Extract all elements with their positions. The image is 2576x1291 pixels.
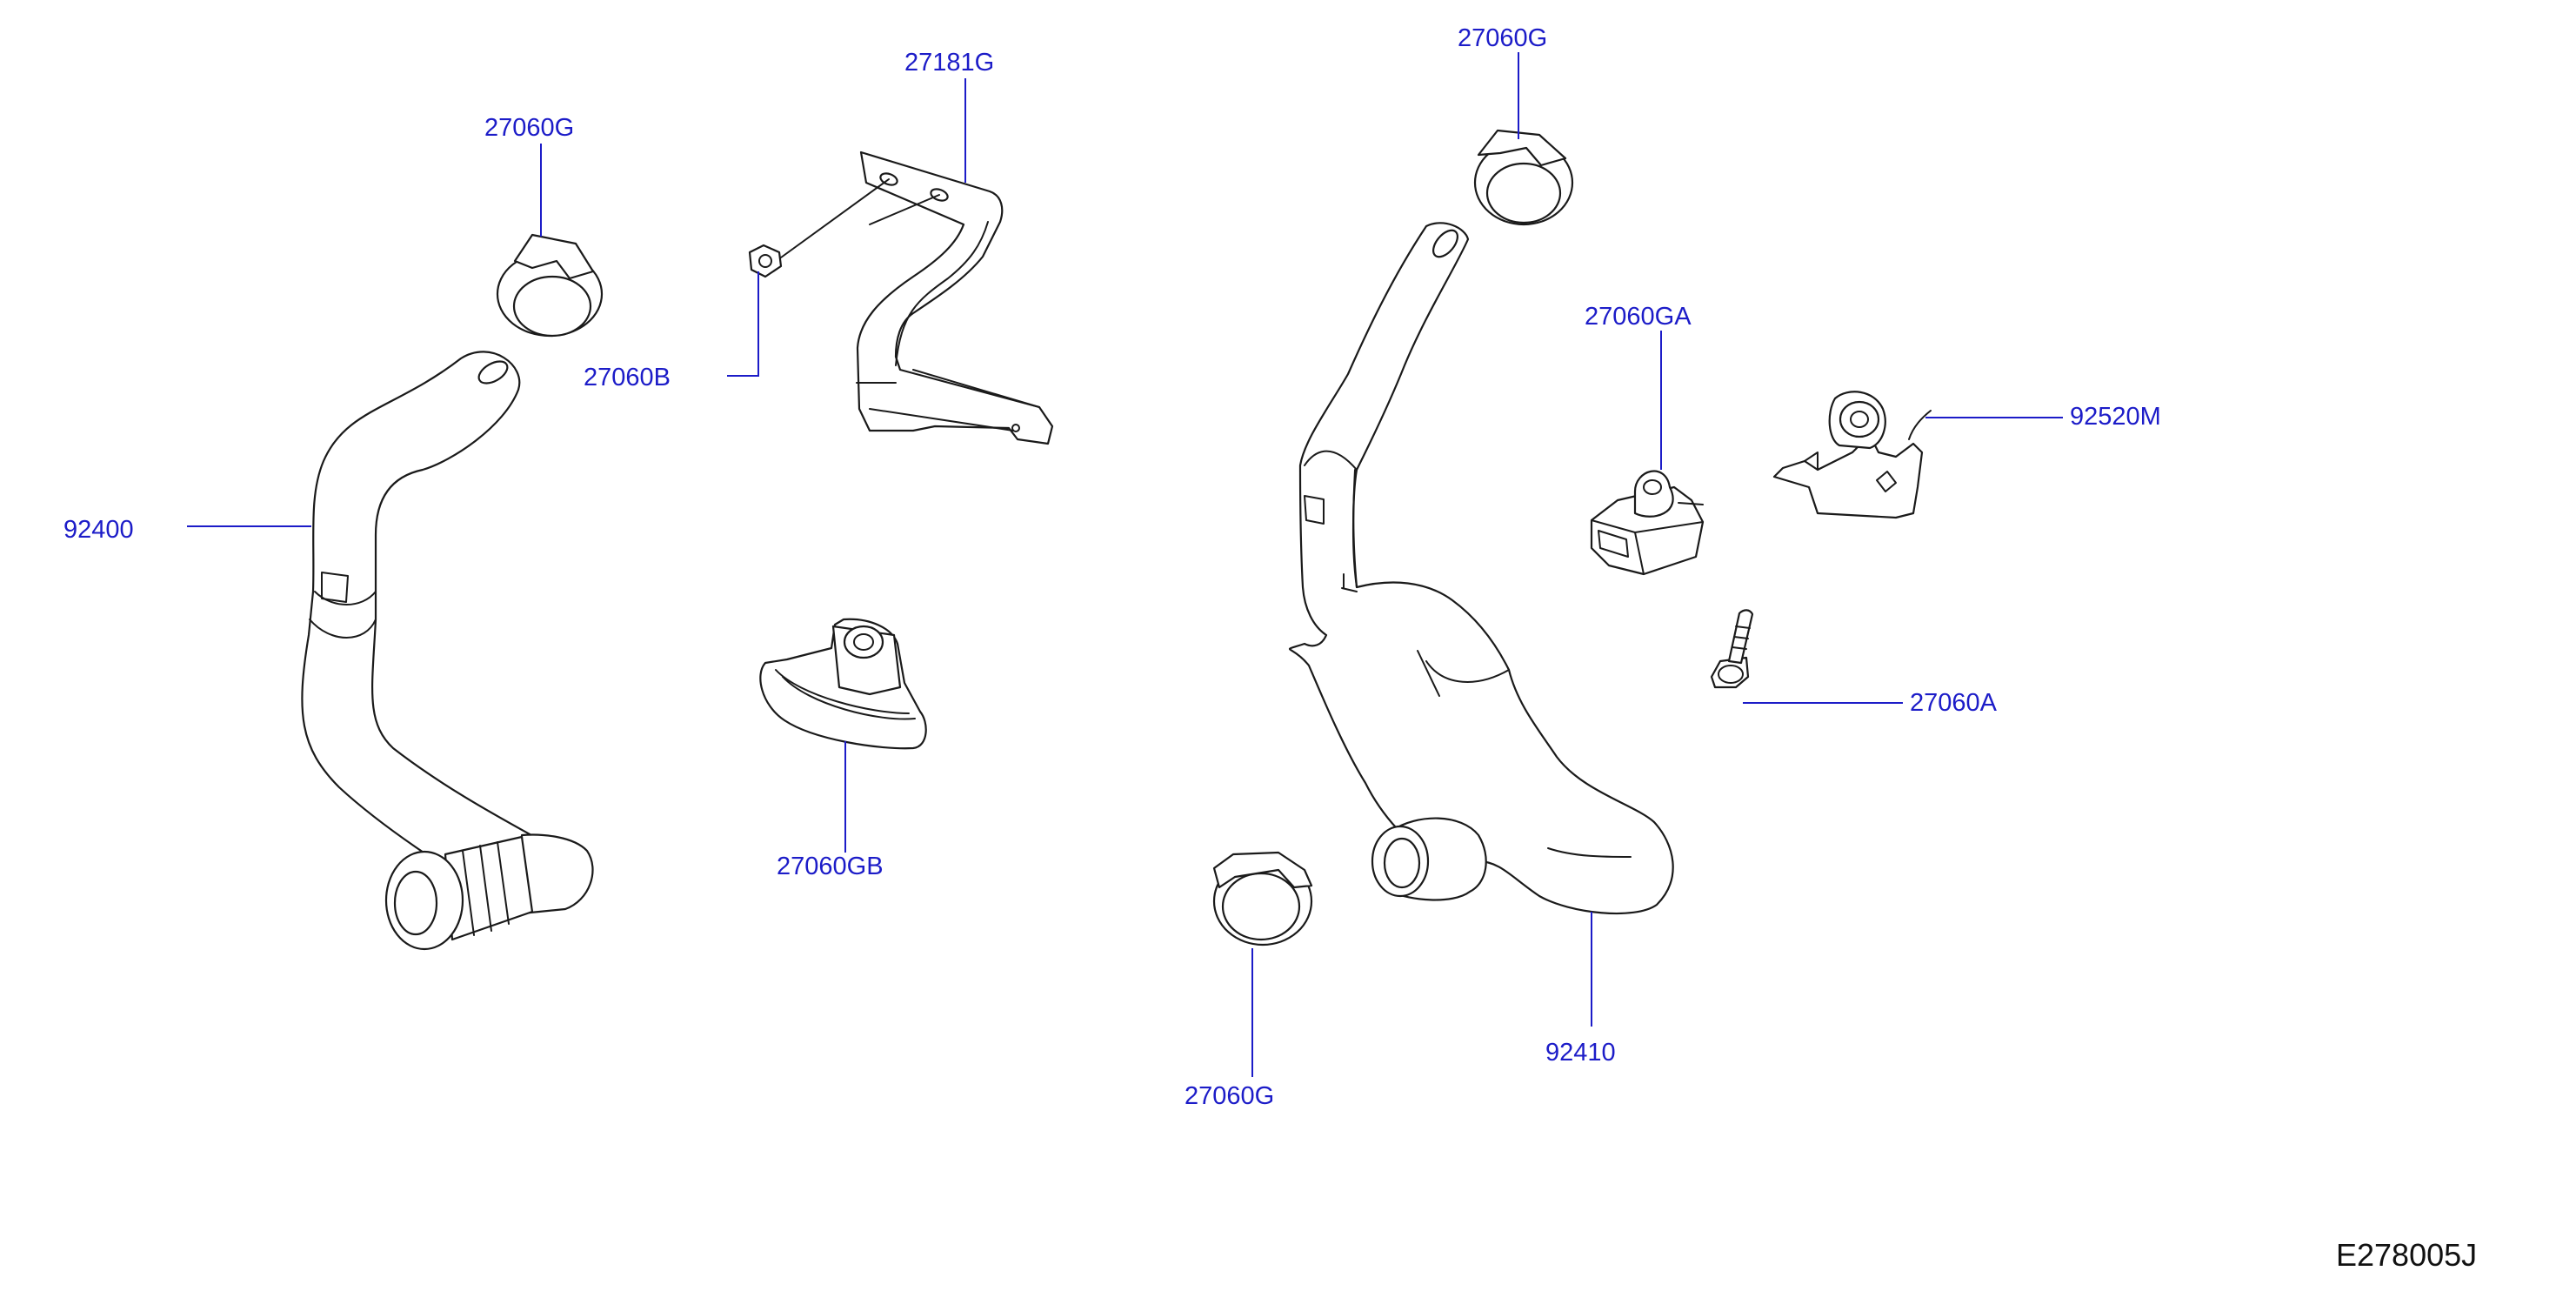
bracket-27181g	[780, 151, 1054, 445]
callout-27060g-left: 27060G	[484, 114, 575, 142]
bracket-92520m	[1772, 391, 1932, 519]
callout-92520m: 92520M	[2070, 403, 2161, 431]
hose-92410	[1288, 222, 1674, 915]
callout-27181g: 27181G	[904, 49, 995, 77]
diagram-code: E278005J	[2336, 1237, 2478, 1273]
clamp-27060g-top	[1473, 129, 1574, 226]
clip-27060ga	[1590, 470, 1705, 576]
nut-27060b	[748, 244, 783, 278]
clip-27060gb	[759, 618, 927, 750]
callout-27060g-top: 27060G	[1458, 24, 1548, 52]
callout-92400: 92400	[63, 516, 134, 544]
callout-27060g-bottom: 27060G	[1185, 1082, 1275, 1110]
callout-27060a: 27060A	[1910, 689, 1997, 717]
callout-27060gb: 27060GB	[777, 853, 884, 880]
leader-27060b	[727, 271, 759, 377]
clamp-27060g-bottom	[1212, 851, 1313, 947]
callout-92410: 92410	[1545, 1039, 1616, 1067]
hose-92400	[301, 351, 594, 951]
bolt-27060a	[1710, 609, 1754, 689]
callout-27060ga: 27060GA	[1585, 303, 1692, 331]
clamp-27060g-left	[496, 233, 604, 338]
callout-27060b: 27060B	[584, 364, 671, 391]
